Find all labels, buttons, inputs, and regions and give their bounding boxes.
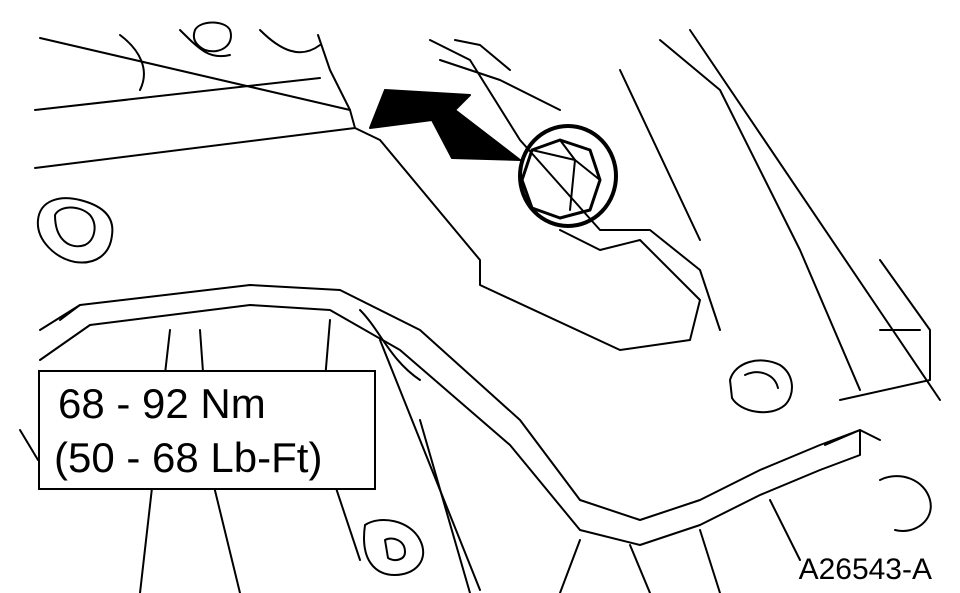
upper-bracket-top — [34, 77, 321, 111]
lower-bracket — [39, 284, 861, 546]
torque-spec-imperial: (50 - 68 Lb-Ft) — [54, 434, 323, 481]
bolt-head — [520, 138, 602, 220]
pointer-arrow — [369, 89, 521, 161]
figure-id: A26543-A — [798, 553, 932, 586]
torque-spec-callout: 68 - 92 Nm (50 - 68 Lb-Ft) — [38, 370, 376, 490]
washer — [518, 124, 618, 228]
casting-outline — [379, 139, 701, 351]
bolt-left — [36, 197, 114, 264]
bolt-right — [729, 359, 793, 414]
torque-spec-metric: 68 - 92 Nm — [58, 380, 266, 427]
upper-bracket-edge — [34, 37, 356, 169]
